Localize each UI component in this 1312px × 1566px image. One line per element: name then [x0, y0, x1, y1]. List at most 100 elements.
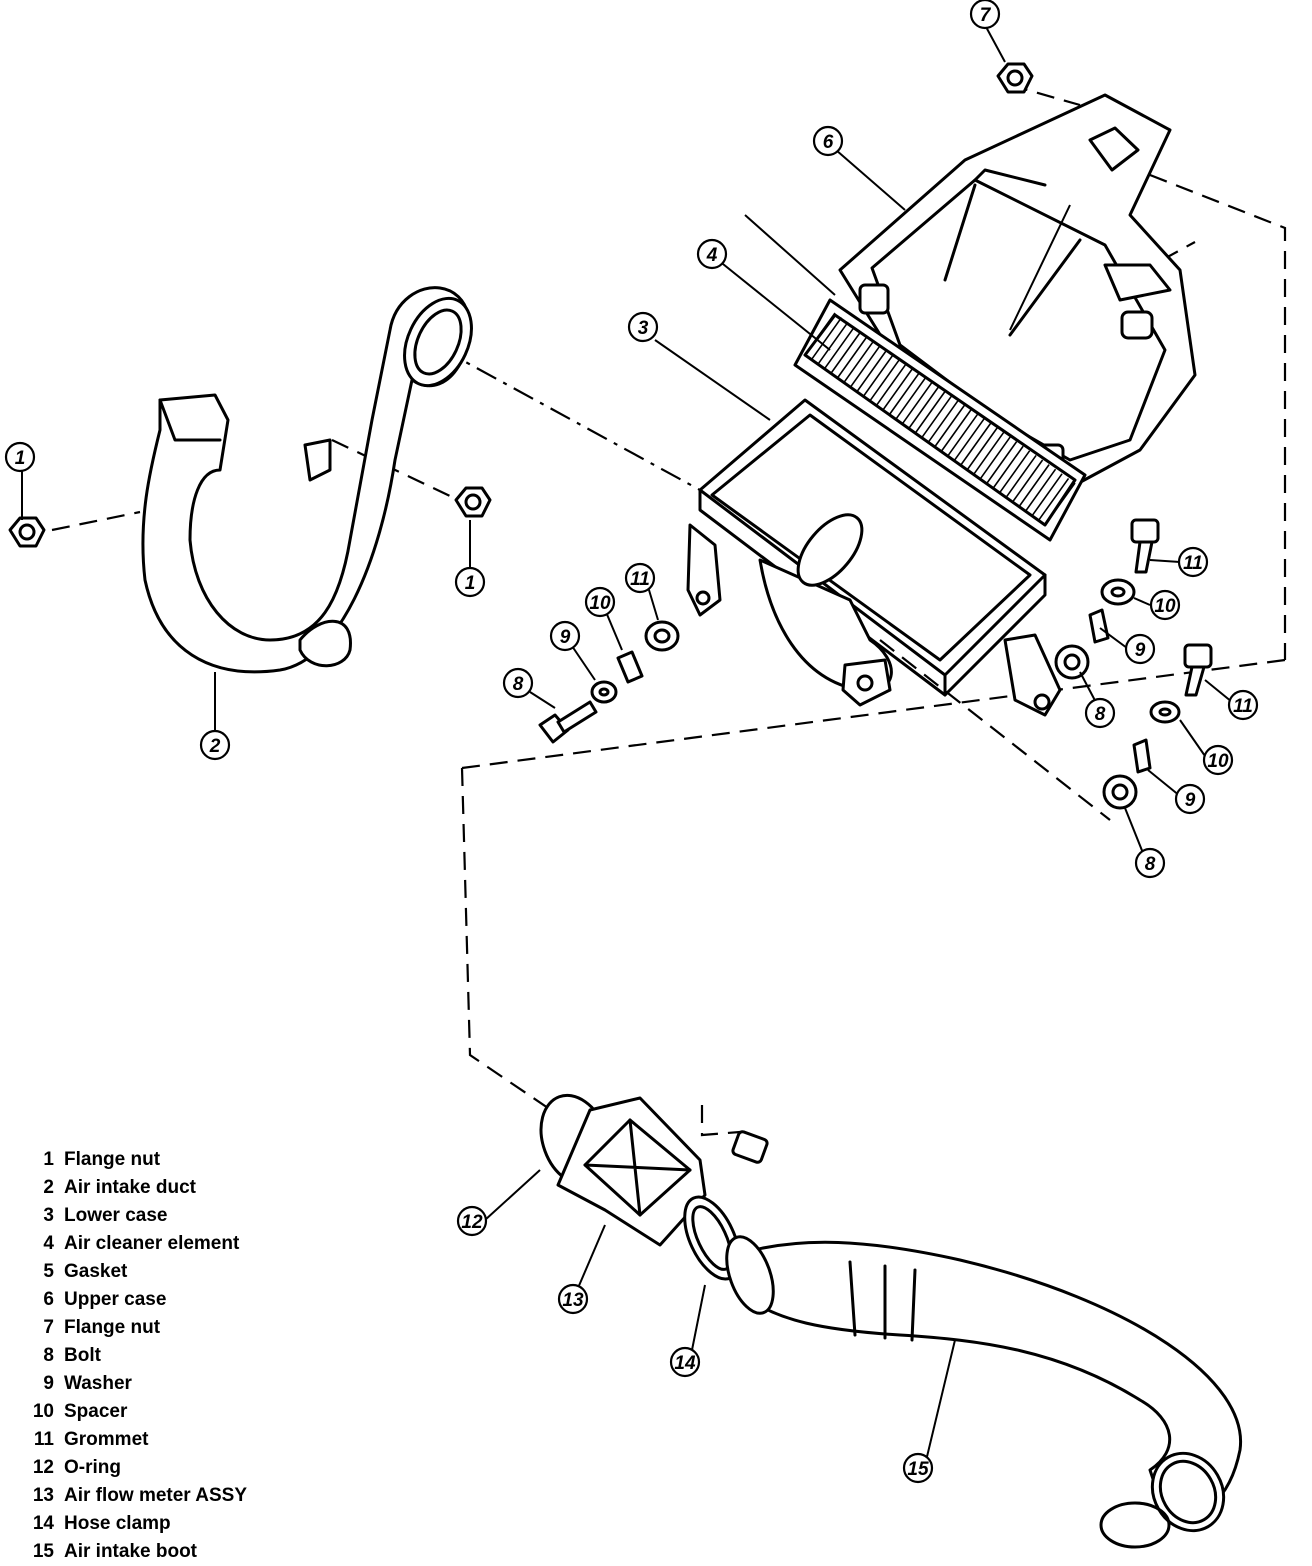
element-pleat-line: [1037, 477, 1070, 521]
grommet-right-lower: [1102, 774, 1138, 810]
svg-text:2: 2: [209, 736, 221, 757]
element-pleat-line: [810, 317, 843, 361]
bolt-right-lower: [1183, 643, 1213, 697]
callout-8c: 8: [1134, 847, 1166, 879]
svg-text:14: 14: [674, 1353, 696, 1374]
legend-item-name: Air cleaner element: [64, 1233, 240, 1254]
legend-item-name: Air intake boot: [64, 1541, 198, 1562]
element-pleat-line: [914, 390, 946, 434]
callout-9b: 9: [1124, 633, 1156, 665]
svg-text:3: 3: [638, 318, 649, 339]
callout-11b: 11: [1177, 546, 1209, 578]
spacer-right-upper: [1088, 608, 1110, 644]
element-pleat-line: [992, 445, 1024, 489]
callout-6: 6: [812, 125, 844, 157]
bolt-right-upper: [1130, 518, 1160, 574]
callout-9a: 9: [549, 620, 581, 652]
svg-text:10: 10: [1154, 596, 1176, 617]
element-pleat-line: [875, 363, 908, 407]
element-pleat-line: [836, 335, 869, 379]
element-pleat-line: [921, 395, 953, 439]
element-pleat-line: [869, 358, 901, 402]
svg-text:8: 8: [513, 674, 524, 695]
air-flow-meter: [539, 1093, 769, 1247]
legend-item-name: Bolt: [64, 1345, 101, 1366]
legend-item-name: Air flow meter ASSY: [64, 1485, 248, 1506]
svg-text:9: 9: [560, 627, 571, 648]
callout-14: 14: [669, 1346, 701, 1378]
callout-11a: 11: [624, 562, 656, 594]
svg-text:15: 15: [907, 1459, 929, 1480]
svg-text:6: 6: [823, 132, 834, 153]
flange-nut-center: [454, 486, 492, 518]
svg-text:10: 10: [1207, 751, 1229, 772]
svg-text:1: 1: [15, 448, 26, 469]
leader-lines: [21, 24, 1233, 1466]
spacer-right-lower: [1132, 738, 1152, 774]
callout-8a: 8: [502, 667, 534, 699]
callout-1b: 1: [454, 566, 486, 598]
spacer-left: [616, 650, 644, 684]
callout-8b: 8: [1084, 697, 1116, 729]
element-pleat-line: [966, 427, 998, 471]
air-intake-boot: [725, 1235, 1243, 1549]
callout-4: 4: [696, 238, 728, 270]
callout-13: 13: [557, 1283, 589, 1315]
gasket-lines: [744, 204, 1071, 331]
element-pleat-line: [998, 450, 1031, 494]
callout-10c: 10: [1202, 744, 1234, 776]
callout-10b: 10: [1149, 589, 1181, 621]
legend-item-name: Upper case: [64, 1289, 167, 1310]
element-pleat-line: [953, 418, 985, 462]
element-pleat-line: [830, 330, 862, 374]
element-pleat-line: [817, 321, 849, 365]
grommet-left: [644, 620, 680, 652]
element-pleat-line: [895, 376, 927, 420]
element-pleat-line: [1044, 482, 1076, 526]
svg-text:9: 9: [1185, 790, 1196, 811]
element-pleat-line: [927, 399, 959, 443]
legend-item-name: O-ring: [64, 1457, 121, 1478]
legend-item-name: Flange nut: [64, 1317, 161, 1338]
element-pleat-line: [1011, 459, 1044, 503]
callout-9c: 9: [1174, 783, 1206, 815]
svg-text:11: 11: [630, 569, 650, 590]
element-pleat-line: [947, 413, 979, 457]
element-pleat-line: [856, 349, 888, 393]
legend-item-name: Grommet: [64, 1429, 149, 1450]
grommet-right-upper: [1054, 644, 1090, 680]
element-pleat-line: [960, 422, 992, 466]
legend-item-name: Flange nut: [64, 1149, 161, 1170]
legend-item-name: Gasket: [64, 1261, 128, 1282]
washer-right-upper: [1100, 578, 1136, 606]
element-pleat-line: [823, 326, 856, 370]
legend-item-name: Washer: [64, 1373, 132, 1394]
element-pleat-line: [940, 409, 972, 452]
callout-11c: 11: [1227, 689, 1259, 721]
svg-text:13: 13: [562, 1290, 584, 1311]
legend-item-name: Air intake duct: [64, 1177, 196, 1198]
element-pleat-line: [862, 353, 895, 397]
callout-10a: 10: [584, 586, 616, 618]
element-pleat-line: [1031, 473, 1063, 517]
svg-text:11: 11: [1233, 696, 1253, 717]
svg-text:9: 9: [1135, 640, 1146, 661]
air-intake-duct: [141, 286, 473, 674]
svg-text:11: 11: [1183, 553, 1203, 574]
air-cleaner-element: [793, 298, 1087, 542]
element-pleat-line: [908, 386, 940, 429]
flange-nut-left: [8, 516, 46, 548]
